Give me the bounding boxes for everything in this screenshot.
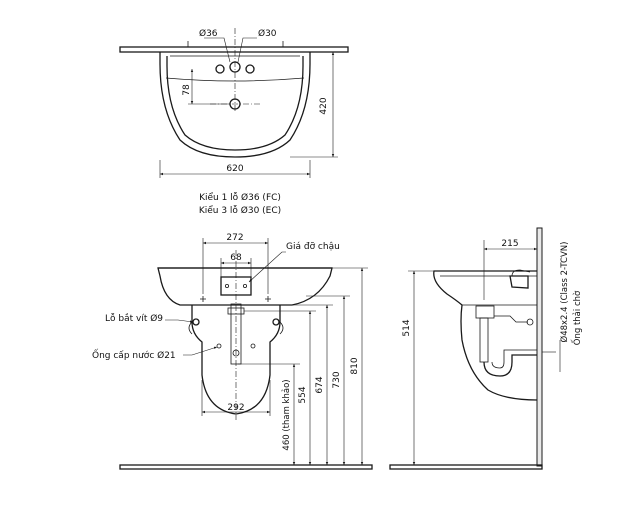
leader-supply-pipe: [183, 346, 218, 356]
bolt-hole-right: [272, 318, 280, 326]
dim-810: 810: [350, 357, 360, 374]
dim-620: 620: [226, 164, 243, 174]
leader-36: [204, 37, 231, 63]
front-pedestal-ear-right: [279, 321, 284, 335]
label-drain-spec: Ø48x2.4 (Class 2-TCVN): [559, 242, 570, 343]
caption-line-2: Kiểu 3 lỗ Ø30 (EC): [199, 205, 281, 216]
dim-554: 554: [298, 386, 308, 403]
front-supply-right: [250, 343, 256, 349]
side-basin-profile: [433, 270, 538, 401]
front-view: 272 68 292 Giá đỡ chậu Lỗ bắt vít Ø9 Ống…: [92, 233, 373, 470]
front-basin-bowl: [157, 267, 333, 306]
side-waste-tail: [479, 317, 489, 363]
caption-line-1: Kiểu 1 lỗ Ø36 (FC): [199, 192, 281, 203]
side-supply-hose: [494, 315, 528, 323]
dim-420: 420: [319, 97, 329, 114]
label-bracket: Giá đỡ chậu: [286, 242, 340, 252]
tap-hole-left: [215, 64, 225, 74]
label-drain-pipe: Ống thải chờ: [570, 290, 583, 345]
dim-78: 78: [182, 84, 192, 96]
side-p-trap-inner: [491, 349, 537, 369]
dim-514: 514: [402, 319, 412, 336]
front-pedestal: [191, 305, 281, 415]
top-countertop-line: [119, 46, 349, 53]
basin-outline-inner: [166, 56, 304, 151]
dim-272: 272: [226, 233, 243, 243]
side-waste-fitting: [475, 305, 495, 319]
dim-460: 460 (tham khảo): [281, 379, 292, 450]
bracket-bolt-2: [242, 283, 247, 288]
side-p-trap: [483, 354, 537, 377]
dim-215: 215: [501, 239, 518, 249]
dim-730: 730: [332, 371, 342, 388]
side-tap-spout: [511, 269, 531, 277]
side-view: 215 514 Ø48x2.4 (Class 2-TCVN) Ống thải …: [389, 227, 583, 470]
dim-hole-36: Ø36: [199, 28, 218, 39]
tap-hole-right: [245, 64, 255, 74]
leader-30: [237, 37, 257, 63]
leader-bracket: [248, 251, 286, 283]
label-supply-pipe: Ống cấp nước Ø21: [92, 348, 176, 361]
wall-mark-right: [265, 296, 271, 302]
wall-mark-left: [200, 296, 206, 302]
leader-bolt-hole: [165, 319, 194, 323]
dim-68: 68: [230, 253, 242, 263]
side-wall: [536, 227, 543, 467]
front-floor: [119, 464, 373, 470]
side-angle-valve: [526, 318, 534, 326]
dim-674: 674: [315, 376, 325, 393]
front-pedestal-ear-left: [188, 321, 193, 335]
top-view: Ø36 Ø30 78 420 620: [119, 28, 349, 178]
dim-hole-30: Ø30: [258, 28, 277, 39]
side-floor: [389, 464, 543, 470]
side-tap-body: [509, 275, 529, 289]
bracket-bolt-1: [224, 283, 229, 288]
basin-outline-outer: [159, 52, 311, 158]
dim-292: 292: [227, 403, 244, 413]
front-supply-left: [216, 343, 222, 349]
bolt-hole-left: [192, 318, 200, 326]
caption-block: Kiểu 1 lỗ Ø36 (FC) Kiểu 3 lỗ Ø30 (EC): [199, 192, 281, 216]
label-bolt-hole: Lỗ bắt vít Ø9: [105, 313, 163, 324]
